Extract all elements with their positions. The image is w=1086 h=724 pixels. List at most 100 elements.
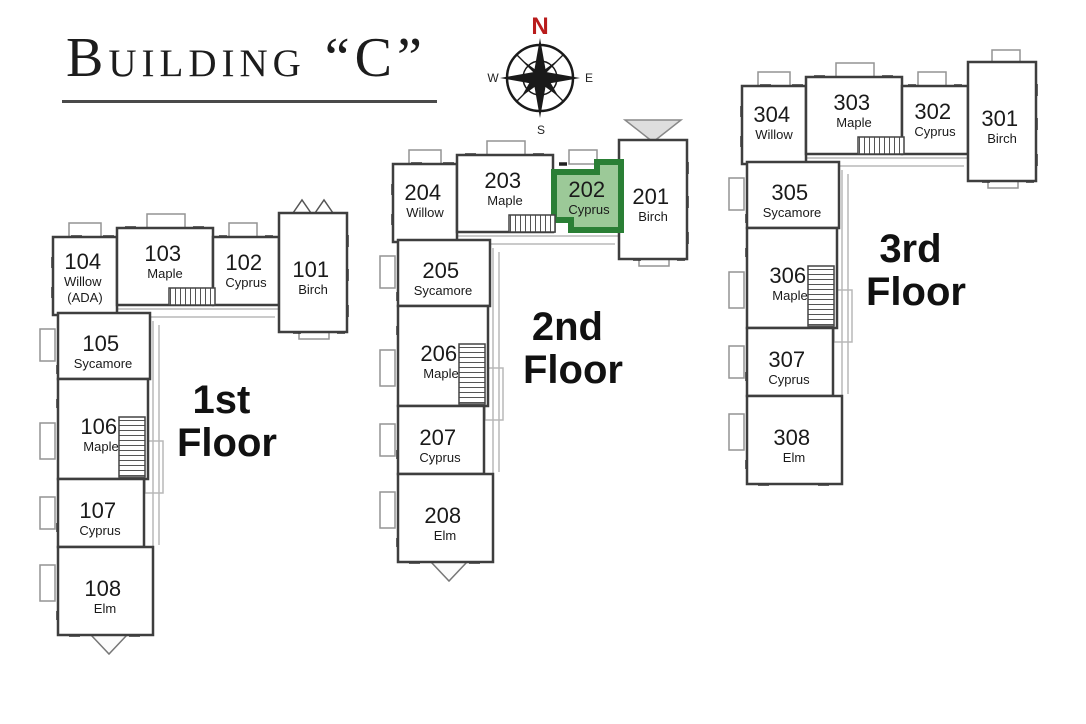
room-208[interactable] [396, 472, 495, 564]
unit-207-label: 207 Cyprus [419, 425, 461, 465]
floor-plan-1st: 104 Willow (ADA) 103 Maple 102 Cyprus 10… [38, 198, 349, 656]
unit-number: 308 [773, 425, 810, 450]
unit-number: 104 [64, 249, 101, 274]
unit-number: 205 [422, 258, 459, 283]
unit-name: Willow [64, 274, 102, 289]
unit-name: Sycamore [74, 356, 133, 371]
unit-name: Maple [147, 266, 182, 281]
unit-name: Cyprus [79, 523, 121, 538]
unit-303-label: 303 Maple [833, 90, 874, 130]
unit-name: Cyprus [568, 202, 610, 217]
room-101[interactable] [277, 211, 349, 334]
floor-3-label: 3rd Floor [866, 227, 966, 314]
unit-201-entry-canopy [622, 119, 684, 143]
unit-name: Birch [638, 209, 668, 224]
room-108[interactable] [56, 545, 155, 637]
room-308[interactable] [745, 394, 844, 486]
unit-305-label: 305 Sycamore [763, 180, 822, 220]
unit-103-label: 103 Maple [144, 241, 185, 281]
unit-107-label: 107 Cyprus [79, 498, 121, 538]
floor-3-stairs [857, 136, 905, 155]
unit-name: Elm [783, 450, 805, 465]
unit-205-label: 205 Sycamore [414, 258, 473, 298]
unit-number: 204 [404, 180, 441, 205]
unit-number: 202 [568, 177, 605, 202]
unit-202-label: 202 Cyprus [568, 177, 610, 217]
room-301[interactable] [966, 60, 1038, 183]
unit-number: 307 [768, 347, 805, 372]
unit-number: 207 [419, 425, 456, 450]
room-202-highlighted[interactable] [551, 159, 624, 233]
compass-cardinal-star [500, 38, 580, 118]
unit-307-label: 307 Cyprus [768, 347, 810, 387]
unit-108-label: 108 Elm [84, 576, 125, 616]
room-304[interactable] [740, 84, 808, 166]
compass-north-label: N [531, 13, 548, 40]
unit-name: Elm [94, 601, 116, 616]
unit-name: Maple [836, 115, 871, 130]
unit-name: Cyprus [419, 450, 461, 465]
unit-name: Cyprus [768, 372, 810, 387]
unit-name: Sycamore [414, 283, 473, 298]
unit-number: 304 [753, 102, 790, 127]
unit-301-label: 301 Birch [981, 106, 1022, 146]
unit-number: 208 [424, 503, 461, 528]
compass-south-label: S [537, 123, 545, 137]
room-102[interactable] [211, 235, 281, 307]
unit-number: 102 [225, 250, 262, 275]
unit-104-label: 104 Willow (ADA) [64, 249, 106, 305]
unit-201-label: 201 Birch [632, 184, 673, 224]
room-302[interactable] [900, 84, 970, 156]
unit-number: 303 [833, 90, 870, 115]
unit-304-label: 304 Willow [753, 102, 794, 142]
floor-1-label: 1st Floor [177, 378, 277, 465]
unit-number: 103 [144, 241, 181, 266]
floor-2-label: 2nd Floor [523, 305, 623, 392]
room-107[interactable] [56, 477, 146, 549]
unit-302-label: 302 Cyprus [914, 99, 956, 139]
unit-number: 101 [292, 257, 329, 282]
unit-308-label: 308 Elm [773, 425, 814, 465]
unit-number: 305 [771, 180, 808, 205]
unit-number: 306 [769, 263, 806, 288]
unit-name: Cyprus [914, 124, 956, 139]
unit-name: Elm [434, 528, 456, 543]
unit-name: Maple [423, 366, 458, 381]
building-title: Building “C” [62, 27, 437, 103]
compass-east-label: E [585, 71, 593, 85]
unit-203-label: 203 Maple [484, 168, 525, 208]
unit-101-roof-chevrons [292, 198, 334, 214]
floor-2-stairs [508, 214, 556, 233]
compass-rose: N W E S [487, 13, 593, 137]
room-305[interactable] [745, 160, 841, 230]
unit-204-label: 204 Willow [404, 180, 445, 220]
unit-name: Sycamore [763, 205, 822, 220]
unit-number: 203 [484, 168, 521, 193]
floor-plan-3rd: 304 Willow 303 Maple 302 Cyprus 301 Birc… [727, 49, 1038, 486]
unit-suffix: (ADA) [67, 290, 102, 305]
floor-2-stairwell [458, 343, 486, 405]
unit-101-label: 101 Birch [292, 257, 333, 297]
unit-number: 201 [632, 184, 669, 209]
floor-1-stairwell [118, 416, 146, 478]
unit-106-label: 106 Maple [80, 414, 121, 454]
room-207[interactable] [396, 404, 486, 476]
unit-208-label: 208 Elm [424, 503, 465, 543]
unit-number: 206 [420, 341, 457, 366]
unit-number: 105 [82, 331, 119, 356]
floor-plan-2nd: 204 Willow 203 Maple 202 Cyprus 201 Birc… [378, 119, 689, 583]
compass-west-label: W [487, 71, 499, 85]
unit-number: 301 [981, 106, 1018, 131]
room-204[interactable] [391, 162, 459, 244]
floor-2-entry-porch [429, 561, 469, 583]
room-307[interactable] [745, 326, 835, 398]
unit-name: Willow [755, 127, 793, 142]
unit-name: Maple [772, 288, 807, 303]
unit-name: Cyprus [225, 275, 267, 290]
unit-number: 108 [84, 576, 121, 601]
unit-name: Maple [487, 193, 522, 208]
floor-1-stairs [168, 287, 216, 306]
room-201[interactable] [617, 138, 689, 261]
